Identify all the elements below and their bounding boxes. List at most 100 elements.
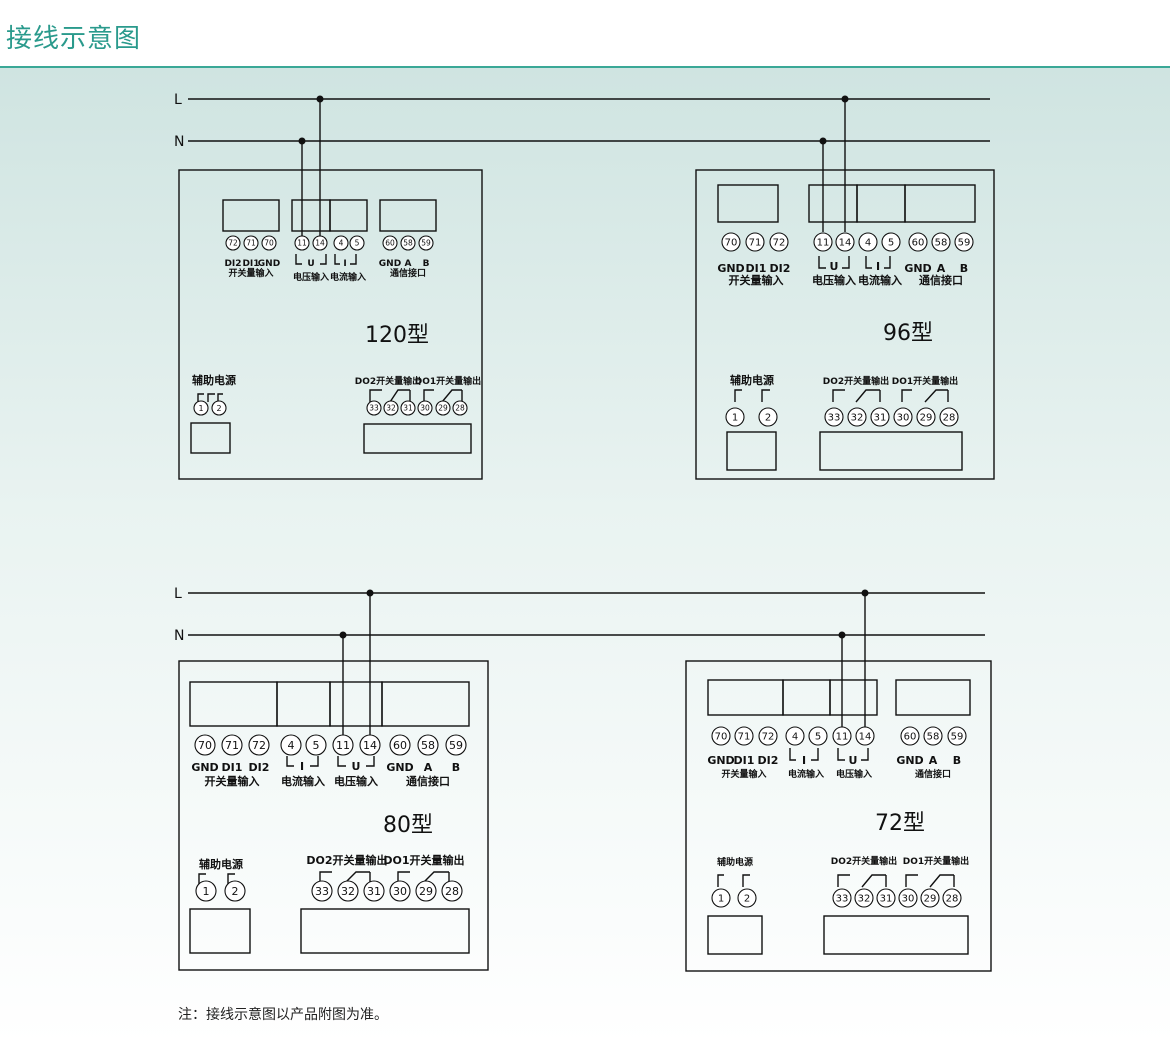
m120-di-terminal (243, 235, 259, 251)
m120-do1-label: DO1开关量输出 (415, 375, 481, 387)
m96-current-label: 电流输入 (858, 273, 902, 287)
m120-voltage-terminal (294, 235, 310, 251)
m72-voltage-terminal (855, 726, 875, 746)
m80-current-terminal (280, 734, 302, 756)
m120-di1-name: DI1 (242, 259, 259, 269)
m72-relay-terminal-number: 30 (902, 894, 915, 905)
m72-di2-name: DI2 (758, 754, 779, 767)
junction-dot (339, 631, 347, 639)
m80-relay-terminal-number: 28 (445, 885, 459, 898)
m72-voltage-terminal-number: 14 (859, 732, 872, 743)
m72-di-terminal (711, 726, 731, 746)
m120-block-aux (190, 422, 231, 454)
m72-comm-terminal-number: 60 (904, 732, 917, 743)
m72-comm-terminal-number: 58 (927, 732, 940, 743)
page-title: 接线示意图 (6, 24, 142, 54)
bottom-line-n-label: N (174, 628, 184, 644)
m120-comm-label: 通信接口 (390, 267, 426, 279)
m80-aux-terminal-number: 1 (203, 885, 210, 898)
m80-u-label: U (352, 760, 361, 773)
m80-comm-terminal (445, 734, 467, 756)
m72-block-relay (823, 915, 969, 955)
m120-comm-gnd: GND (379, 259, 401, 269)
m120-di-terminal-number: 70 (264, 239, 274, 248)
m72-relay-terminal (920, 888, 940, 908)
m120-block-relay (363, 423, 472, 454)
m96-comm-label: 通信接口 (919, 273, 963, 287)
m80-block-aux (189, 908, 251, 954)
m72-current-terminal-number: 5 (815, 732, 821, 743)
m72-aux-terminal (737, 888, 757, 908)
m96-block-u (808, 184, 858, 223)
m72-block-aux (707, 915, 763, 955)
m80-di1-name: DI1 (222, 761, 243, 774)
m72-relay-terminal (876, 888, 896, 908)
m120-gnd-name: GND (258, 259, 280, 269)
m80-comm-terminal-number: 59 (449, 739, 463, 752)
m96-comm-gnd: GND (904, 262, 931, 275)
m96-di-terminal-number: 70 (725, 238, 738, 249)
m120-aux-terminal (211, 400, 227, 416)
m80-relay-terminal (441, 880, 463, 902)
m120-model-label: 120型 (365, 323, 429, 348)
m72-di-terminal-number: 71 (738, 732, 751, 743)
m96-relay-terminal (893, 407, 913, 427)
m80-comm-terminal (389, 734, 411, 756)
m120-comm-terminal-number: 60 (385, 239, 395, 248)
m80-comm-terminal-number: 58 (421, 739, 435, 752)
m120-block-i (329, 199, 368, 232)
m120-relay-terminal (417, 400, 433, 416)
m80-comm-gnd: GND (386, 761, 413, 774)
m80-voltage-terminal (359, 734, 381, 756)
m72-do1-bracket (905, 874, 955, 888)
m96-u-bracket (818, 256, 850, 269)
m72-comm-gnd: GND (896, 754, 923, 767)
m80-relay-terminal-number: 31 (367, 885, 381, 898)
m96-i-label: I (876, 260, 880, 273)
m120-u-label: U (307, 259, 314, 269)
m96-relay-terminal (824, 407, 844, 427)
m80-voltage-terminal-number: 14 (363, 739, 377, 752)
junction-dot (841, 95, 849, 103)
m72-current-label: 电流输入 (788, 768, 824, 780)
m72-comm-terminal (923, 726, 943, 746)
m80-di-terminal-number: 70 (198, 739, 212, 752)
m72-block-i (782, 679, 831, 716)
m72-block-u (829, 679, 878, 716)
m96-relay-terminal-number: 29 (920, 413, 933, 424)
m120-block-u (291, 199, 331, 232)
m120-comm-terminal (400, 235, 416, 251)
m96-aux-bracket (734, 389, 770, 402)
m120-current-label: 电流输入 (330, 271, 366, 283)
m72-relay-terminal-number: 31 (880, 894, 893, 905)
m120-switch-input-label: 开关量输入 (228, 267, 273, 279)
m72-comm-b: B (953, 754, 961, 767)
m72-current-terminal (808, 726, 828, 746)
m80-block-di (189, 681, 278, 727)
m96-block-relay (819, 431, 963, 471)
m96-block-comm (904, 184, 976, 223)
m80-di2-name: DI2 (249, 761, 270, 774)
m72-voltage-label: 电压输入 (836, 768, 872, 780)
m120-do2-label: DO2开关量输出 (355, 375, 421, 387)
m72-do2-bracket (837, 874, 887, 888)
m72-relay-terminal-number: 33 (836, 894, 849, 905)
m96-block-di (717, 184, 779, 223)
m96-relay-terminal (847, 407, 867, 427)
diagram-panel (0, 68, 1170, 1044)
junction-dot (366, 589, 374, 597)
m80-aux-label: 辅助电源 (199, 857, 243, 871)
m80-current-terminal (305, 734, 327, 756)
m72-aux-label: 辅助电源 (717, 856, 753, 868)
m120-relay-terminal-number: 29 (438, 404, 448, 413)
m72-di-terminal-number: 70 (715, 732, 728, 743)
m80-relay-terminal (389, 880, 411, 902)
m72-relay-terminal-number: 28 (946, 894, 959, 905)
top-line-n-label: N (174, 134, 184, 150)
m72-current-terminal (785, 726, 805, 746)
m120-di2-name: DI2 (224, 259, 241, 269)
m120-aux-terminal (193, 400, 209, 416)
m120-relay-terminal (452, 400, 468, 416)
